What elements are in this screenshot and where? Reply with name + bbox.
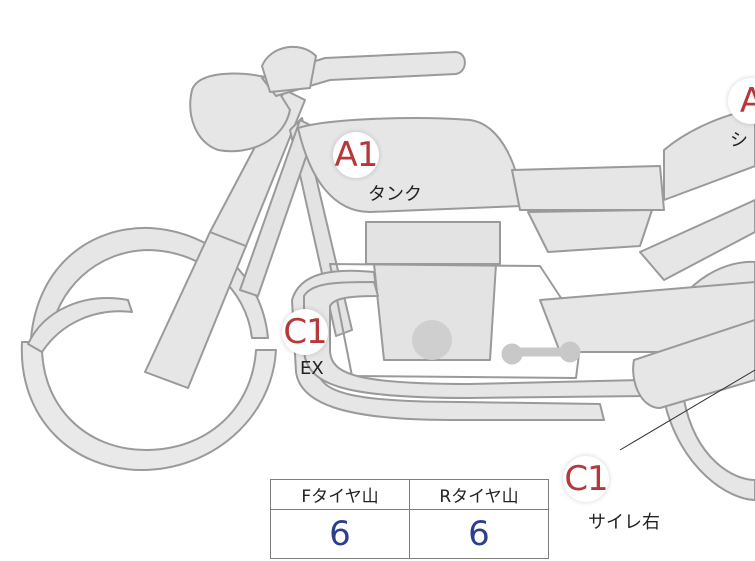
callout-label-seat: シ xyxy=(730,130,748,151)
front-fender xyxy=(27,297,133,353)
rear-wheel-lower xyxy=(663,399,755,501)
front-wheel-lower xyxy=(20,341,277,471)
front-tire-header: Fタイヤ山 xyxy=(270,479,410,510)
callout-badge-c1-ex: C1 xyxy=(282,309,328,355)
footpeg xyxy=(501,341,581,365)
callout-badge-c1-muffler: C1 xyxy=(563,456,609,502)
rear-tire-value: 6 xyxy=(409,509,549,559)
rear-tire-header: Rタイヤ山 xyxy=(409,479,549,510)
engine-block xyxy=(373,263,497,361)
callout-label-ex: EX xyxy=(300,358,324,379)
engine-head xyxy=(365,221,501,265)
front-tire-value: 6 xyxy=(270,509,410,559)
callout-label-muffler-right: サイレ右 xyxy=(588,512,660,533)
headlight xyxy=(189,72,291,153)
callout-label-tank: タンク xyxy=(368,184,422,205)
seat xyxy=(511,165,665,211)
handle-clamp xyxy=(261,46,317,93)
rear-frame xyxy=(639,199,755,281)
engine-cover-circle xyxy=(412,320,452,360)
callout-badge-a1: A1 xyxy=(333,132,379,178)
rear-fender xyxy=(663,109,755,201)
leader-line-c1-right xyxy=(619,369,755,451)
side-cover xyxy=(527,209,653,253)
swingarm xyxy=(539,281,755,353)
tire-tread-table: Fタイヤ山 Rタイヤ山 6 6 xyxy=(270,479,549,559)
exhaust-pipe-2 xyxy=(303,281,647,399)
